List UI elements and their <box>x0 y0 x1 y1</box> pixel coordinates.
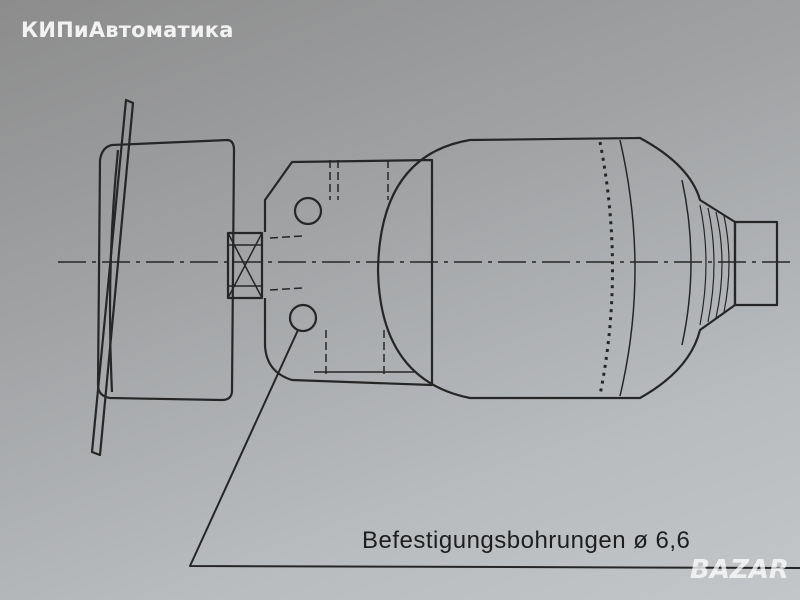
accumulator-shell <box>376 136 737 400</box>
leader-line <box>189 329 800 569</box>
connector <box>226 231 264 300</box>
mounting-hole-upper <box>293 196 323 226</box>
mounting-holes-caption: Befestigungsbohrungen ø 6,6 <box>362 527 691 554</box>
accumulator-nut <box>733 220 779 307</box>
gauge-bezel <box>108 149 120 393</box>
corner-watermark: BAZAR <box>690 555 789 585</box>
mounting-hole-lower <box>288 303 318 333</box>
watermark-logo: КИПиАвтоматика <box>21 18 234 42</box>
mounting-flange <box>90 98 135 457</box>
mounting-bracket <box>263 158 434 387</box>
accumulator-weld-seam <box>598 141 614 396</box>
gauge-body <box>96 138 236 402</box>
